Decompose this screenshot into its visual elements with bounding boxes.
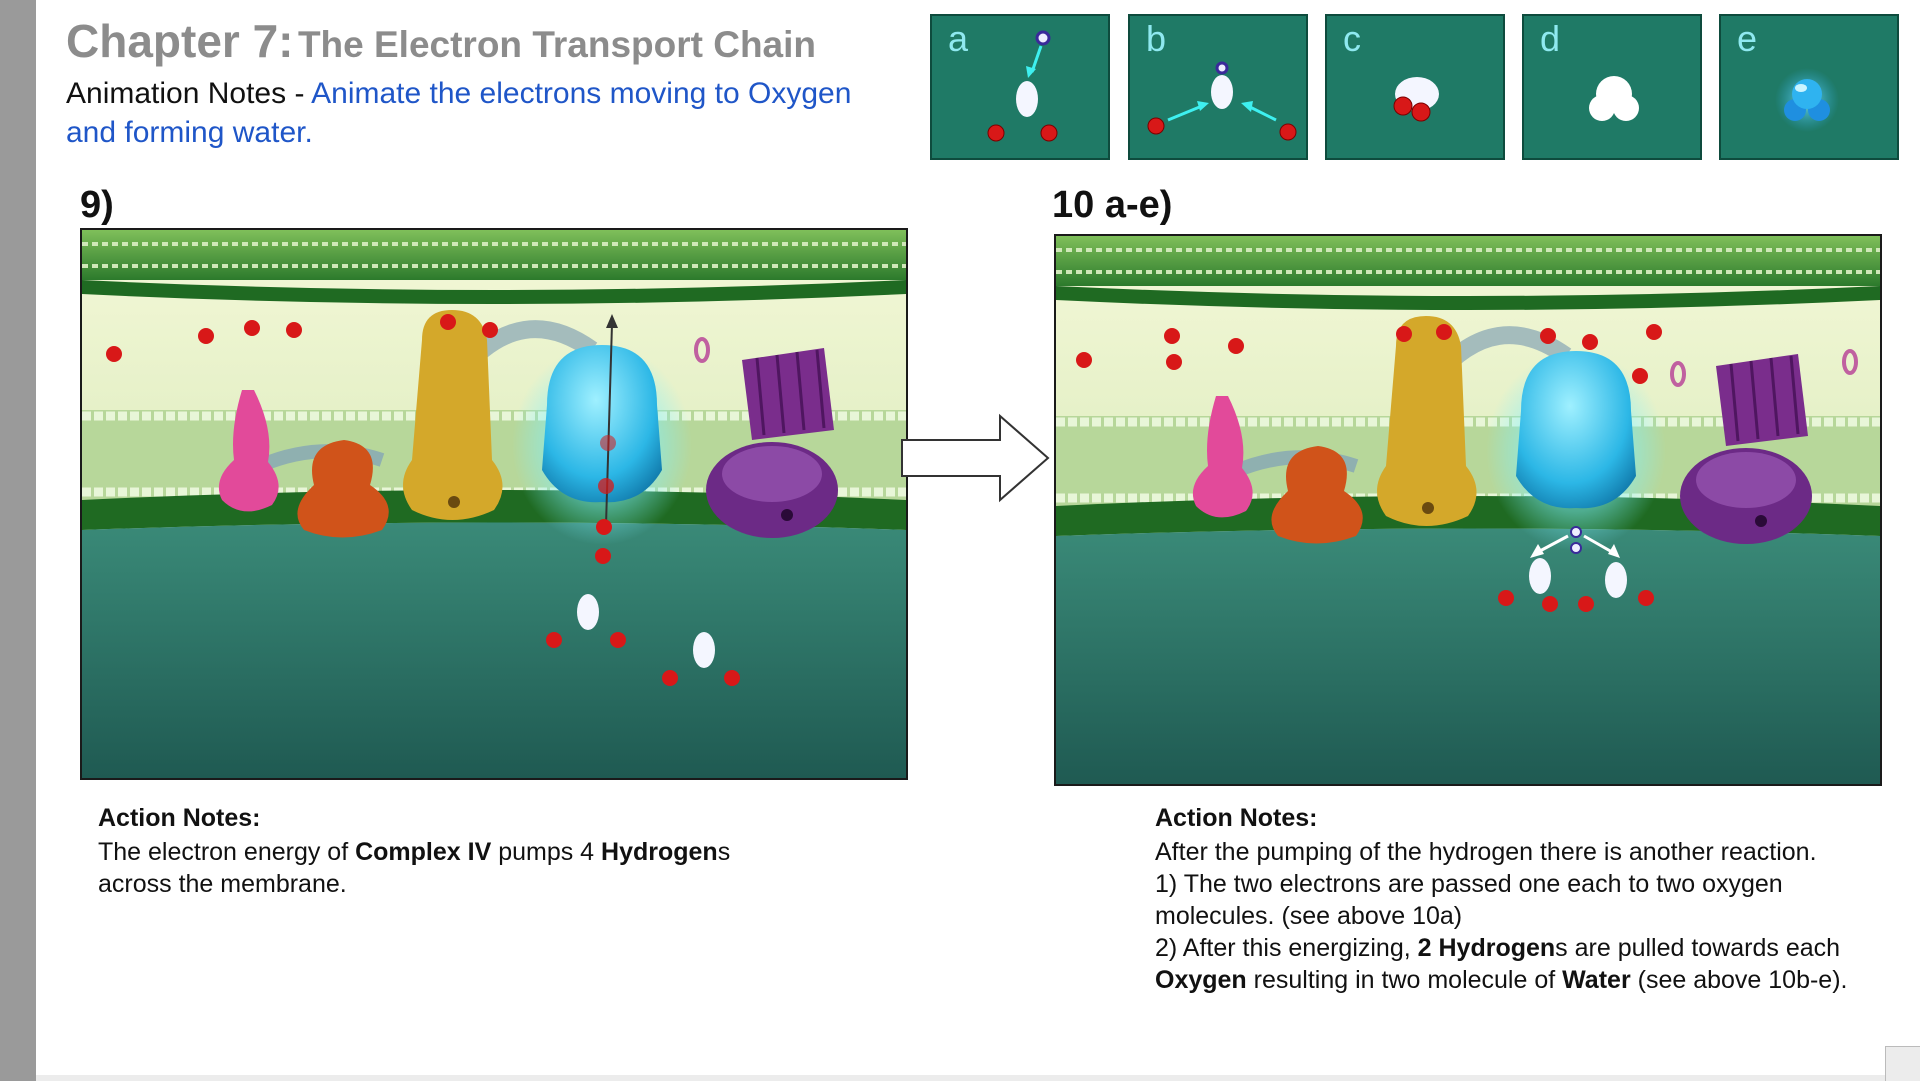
- electron-to-oxygen-illustration: [987, 30, 1058, 142]
- notes-title-10: Action Notes:: [1155, 804, 1318, 832]
- notes-line: After the pumping of the hydrogen there …: [1155, 838, 1817, 866]
- electron-transport-illustration: [82, 230, 906, 778]
- left-edge-bar: [0, 0, 36, 1081]
- thumbnail-e: e: [1719, 14, 1899, 160]
- thumbnail-label: d: [1540, 18, 1561, 59]
- chapter-subtitle: The Electron Transport Chain: [297, 24, 817, 65]
- thumbnail-a: a: [930, 14, 1110, 160]
- notes-bold-part: 2 Hydrogen: [1417, 934, 1556, 962]
- page-title: Chapter 7: The Electron Transport Chain: [66, 14, 816, 68]
- notes-bold-part: Water: [1562, 966, 1631, 994]
- bottom-edge: [36, 1075, 1886, 1081]
- next-step-arrow: [901, 413, 1050, 503]
- notes-bold-part: Oxygen: [1155, 966, 1247, 994]
- thumbnail-label: b: [1146, 18, 1167, 59]
- animation-notes: Animation Notes - Animate the electrons …: [66, 74, 886, 152]
- notes-line: 1) The two electrons are passed one each…: [1155, 870, 1783, 930]
- notes-part: The electron energy of: [98, 838, 356, 866]
- thumbnail-label: a: [948, 18, 969, 59]
- notes-bold-part: Complex IV: [355, 838, 492, 866]
- notes-text-10: After the pumping of the hydrogen there …: [1155, 836, 1875, 996]
- resize-handle-icon[interactable]: [1885, 1046, 1920, 1081]
- notes-line: 2) After this energizing, 2 Hydrogens ar…: [1155, 932, 1875, 996]
- thumbnail-b: b: [1128, 14, 1308, 160]
- electron-transport-illustration-2: [1056, 236, 1880, 784]
- notes-bold-part: Hydrogen: [601, 838, 718, 866]
- thumbnail-label: e: [1737, 18, 1758, 59]
- panel-9-label: 9): [80, 184, 114, 226]
- notes-part: pumps 4: [491, 838, 602, 866]
- notes-title-9: Action Notes:: [98, 804, 261, 832]
- notes-part: s are pulled towards each: [1555, 934, 1841, 962]
- notes-part: resulting in two molecule of: [1246, 966, 1563, 994]
- water-molecule-illustration: [1775, 68, 1839, 132]
- notes-text-9: The electron energy of Complex IV pumps …: [98, 836, 778, 900]
- panel-10-label: 10 a-e): [1052, 184, 1173, 226]
- animation-notes-text: Animate the electrons moving to Oxygen a…: [66, 77, 852, 149]
- white-molecule-illustration: [1589, 76, 1639, 121]
- notes-part: (see above 10b-e).: [1630, 966, 1848, 994]
- notes-part: s across the membrane.: [98, 838, 731, 898]
- hydrogens-pulled-illustration: [1147, 61, 1297, 141]
- chapter-number: Chapter 7:: [66, 15, 294, 67]
- molecule-forming-illustration: [1393, 77, 1439, 122]
- thumbnail-label: c: [1343, 18, 1361, 59]
- notes-part: 2) After this energizing,: [1155, 934, 1418, 962]
- scene-complex-iv-pumping: [80, 228, 908, 780]
- thumbnail-c: c: [1325, 14, 1505, 160]
- thumbnail-d: d: [1522, 14, 1702, 160]
- scene-water-formation: [1054, 234, 1882, 786]
- animation-notes-label: Animation Notes -: [66, 77, 312, 110]
